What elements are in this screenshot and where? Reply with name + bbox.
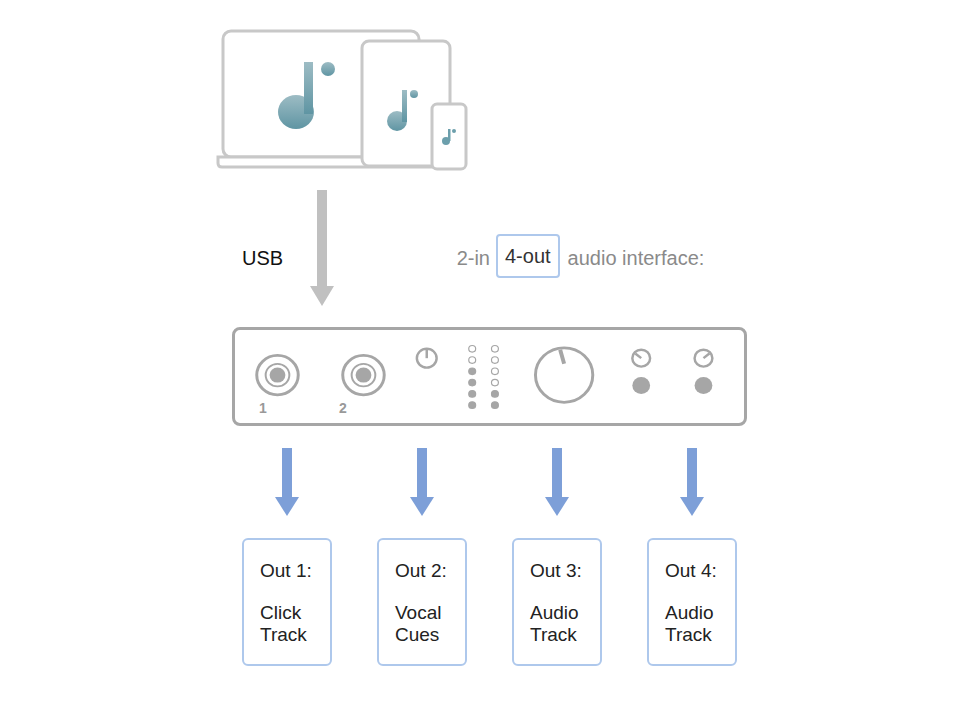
- box-heading: Out 3:: [530, 560, 592, 582]
- output-box: Out 2: Vocal Cues: [377, 538, 467, 666]
- interface-spec-text: 2-in: [457, 246, 490, 270]
- box-heading: 4-out: [505, 242, 551, 270]
- box-text: Click Track: [260, 602, 322, 646]
- input-number: 1: [259, 400, 267, 416]
- output-box: Out 3: Audio Track: [512, 538, 602, 666]
- box-text: Audio Track: [530, 602, 592, 646]
- interface-spec-text: audio interface:: [568, 246, 705, 270]
- output-arrow: [545, 448, 569, 516]
- output-box: Out 1: Click Track: [242, 538, 332, 666]
- output-arrow: [680, 448, 704, 516]
- interface-controls: [235, 330, 744, 423]
- usb-arrow: [310, 190, 334, 306]
- usb-label: USB: [242, 246, 283, 270]
- box-text: Vocal Cues: [395, 602, 457, 646]
- audio-interface: 12: [232, 327, 747, 426]
- output-arrow: [410, 448, 434, 516]
- laptop-icon: [218, 31, 462, 167]
- phone-icon: [432, 104, 466, 169]
- box-heading: Out 4:: [665, 560, 727, 582]
- output-arrow: [275, 448, 299, 516]
- box-text: Audio Track: [665, 602, 727, 646]
- box-heading: Out 1:: [260, 560, 322, 582]
- laptop-note: [278, 62, 335, 129]
- output-count-box: 4-out: [496, 234, 560, 278]
- output-box: Out 4: Audio Track: [647, 538, 737, 666]
- input-number: 2: [339, 400, 347, 416]
- box-heading: Out 2:: [395, 560, 457, 582]
